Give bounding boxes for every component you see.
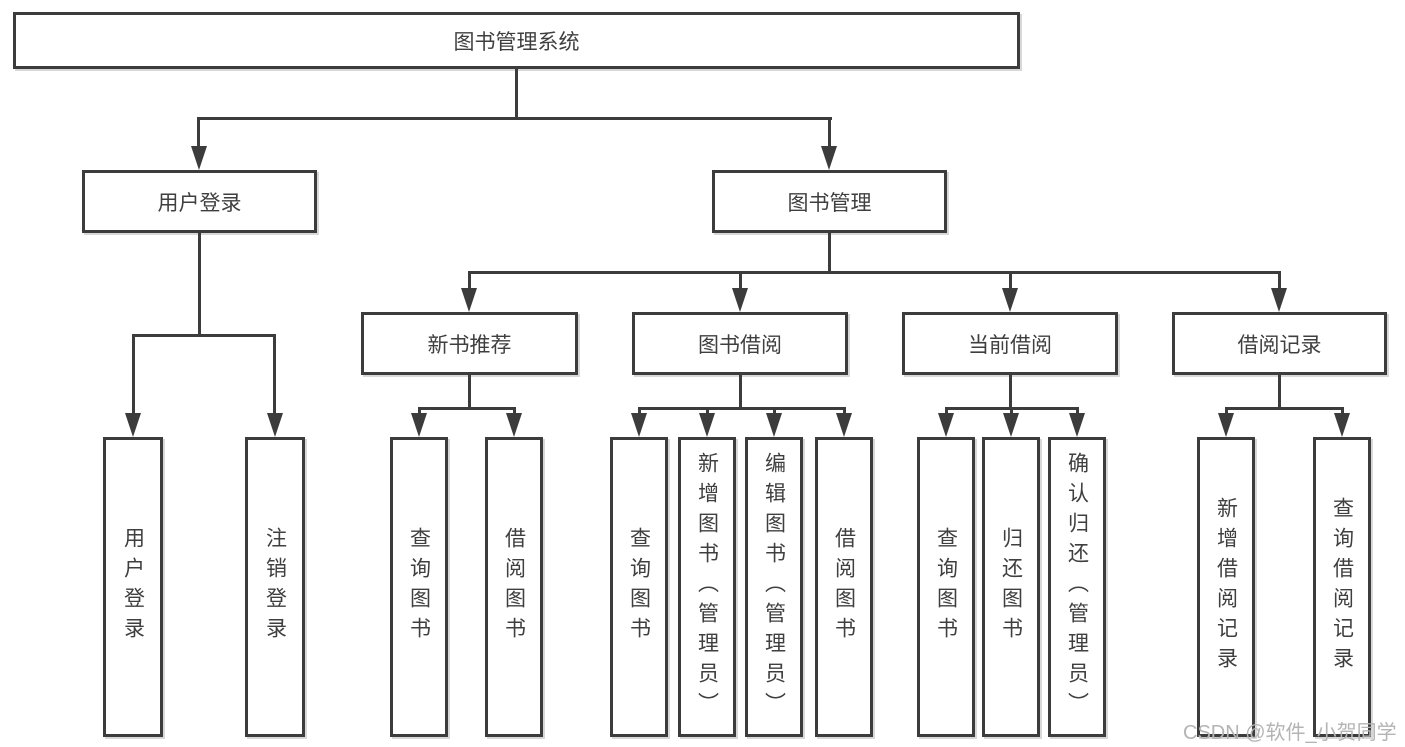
edge-drop-cb-confirm xyxy=(1076,407,1079,417)
arrowhead-leaf-logout xyxy=(267,413,283,437)
edge-borrow-stem xyxy=(739,375,742,410)
node-new-book-rec: 新书推荐 xyxy=(361,312,578,375)
leaf-label: 归还图书 xyxy=(999,527,1023,647)
leaf-nb-query-books: 查询图书 xyxy=(390,437,448,737)
leaf-label: 查询借阅记录 xyxy=(1330,497,1354,677)
edge-root-stem xyxy=(515,69,518,119)
node-label: 用户登录 xyxy=(157,191,242,215)
edge-drop-records xyxy=(1278,271,1281,291)
leaf-user-login: 用户登录 xyxy=(103,437,163,737)
edge-drop-bb-add xyxy=(706,407,709,417)
node-book-borrow: 图书借阅 xyxy=(632,312,848,375)
arrowhead-cb-return xyxy=(1003,413,1019,437)
arrowhead-records xyxy=(1271,288,1287,312)
arrowhead-br-add xyxy=(1218,413,1234,437)
edge-records-stem xyxy=(1278,375,1281,410)
node-user-login: 用户登录 xyxy=(82,170,317,233)
leaf-label: 用户登录 xyxy=(121,527,145,647)
arrowhead-borrow xyxy=(732,288,748,312)
arrowhead-new-book xyxy=(461,288,477,312)
leaf-bb-edit-books-admin: 编辑图书（管理员） xyxy=(745,437,803,737)
edge-drop-nb-query xyxy=(418,407,421,417)
leaf-label: 确认归还（管理员） xyxy=(1065,452,1089,722)
leaf-label: 新增图书（管理员） xyxy=(695,452,719,722)
edge-drop-bb-edit xyxy=(773,407,776,417)
arrowhead-bb-borrow xyxy=(836,413,852,437)
leaf-label: 借阅图书 xyxy=(832,527,856,647)
edge-borrow-branch xyxy=(638,407,846,410)
leaf-cb-query-books: 查询图书 xyxy=(917,437,975,737)
node-label: 图书管理 xyxy=(787,191,872,215)
arrowhead-br-query xyxy=(1334,413,1350,437)
leaf-label: 编辑图书（管理员） xyxy=(762,452,786,722)
node-label: 当前借阅 xyxy=(968,333,1052,357)
edge-new-book-branch xyxy=(418,407,516,410)
edge-drop-new-book xyxy=(468,271,471,291)
leaf-label: 查询图书 xyxy=(627,527,651,647)
arrowhead-cb-confirm xyxy=(1069,413,1085,437)
arrowhead-current xyxy=(1002,288,1018,312)
leaf-label: 新增借阅记录 xyxy=(1214,497,1238,677)
edge-drop-br-add xyxy=(1225,407,1228,417)
leaf-label: 查询图书 xyxy=(934,527,958,647)
node-book-management-system: 图书管理系统 xyxy=(13,12,1020,69)
leaf-bb-add-books-admin: 新增图书（管理员） xyxy=(678,437,736,737)
arrowhead-bb-add xyxy=(699,413,715,437)
node-label: 图书管理系统 xyxy=(453,30,580,54)
leaf-label: 注销登录 xyxy=(263,527,287,647)
arrowhead-nb-query xyxy=(411,413,427,437)
edge-drop-cb-return xyxy=(1010,407,1013,417)
arrowhead-cb-query xyxy=(938,413,954,437)
arrowhead-nb-borrow xyxy=(506,413,522,437)
edge-records-branch xyxy=(1225,407,1343,410)
edge-user-login-stem xyxy=(198,233,201,337)
leaf-br-query-record: 查询借阅记录 xyxy=(1313,437,1371,737)
edge-drop-book-mgmt xyxy=(828,117,831,150)
csdn-watermark: CSDN @软件_小贺同学 xyxy=(1183,722,1397,744)
node-book-mgmt: 图书管理 xyxy=(712,170,947,233)
leaf-cb-confirm-return-admin: 确认归还（管理员） xyxy=(1048,437,1106,737)
leaf-logout: 注销登录 xyxy=(245,437,305,737)
edge-drop-leaf-logout xyxy=(273,334,276,416)
leaf-label: 查询图书 xyxy=(407,527,431,647)
edge-drop-leaf-login xyxy=(132,334,135,416)
edge-drop-bb-borrow xyxy=(843,407,846,417)
arrowhead-bb-edit xyxy=(766,413,782,437)
node-label: 借阅记录 xyxy=(1237,333,1322,357)
edge-drop-nb-borrow xyxy=(513,407,516,417)
leaf-cb-return-books: 归还图书 xyxy=(982,437,1040,737)
leaf-bb-borrow-books: 借阅图书 xyxy=(815,437,873,737)
edge-drop-current xyxy=(1009,271,1012,291)
edge-book-mgmt-branch xyxy=(468,271,1281,274)
leaf-bb-query-books: 查询图书 xyxy=(610,437,668,737)
edge-user-login-branch xyxy=(132,334,276,337)
leaf-br-add-record: 新增借阅记录 xyxy=(1197,437,1255,737)
edge-root-branch xyxy=(197,117,832,120)
node-borrow-records: 借阅记录 xyxy=(1172,312,1387,375)
edge-drop-user-login xyxy=(197,117,200,150)
edge-current-stem xyxy=(1009,375,1012,410)
node-label: 新书推荐 xyxy=(427,333,512,357)
leaf-label: 借阅图书 xyxy=(502,527,526,647)
edge-drop-bb-query xyxy=(638,407,641,417)
arrowhead-user-login xyxy=(191,146,207,170)
node-current-borrow: 当前借阅 xyxy=(902,312,1118,375)
edge-drop-borrow xyxy=(739,271,742,291)
arrowhead-book-mgmt xyxy=(821,146,837,170)
arrowhead-bb-query xyxy=(631,413,647,437)
node-label: 图书借阅 xyxy=(698,333,782,357)
edge-drop-br-query xyxy=(1341,407,1344,417)
edge-new-book-stem xyxy=(468,375,471,410)
arrowhead-leaf-login xyxy=(125,413,141,437)
edge-drop-cb-query xyxy=(945,407,948,417)
edge-book-mgmt-stem xyxy=(828,233,831,274)
leaf-nb-borrow-books: 借阅图书 xyxy=(485,437,543,737)
